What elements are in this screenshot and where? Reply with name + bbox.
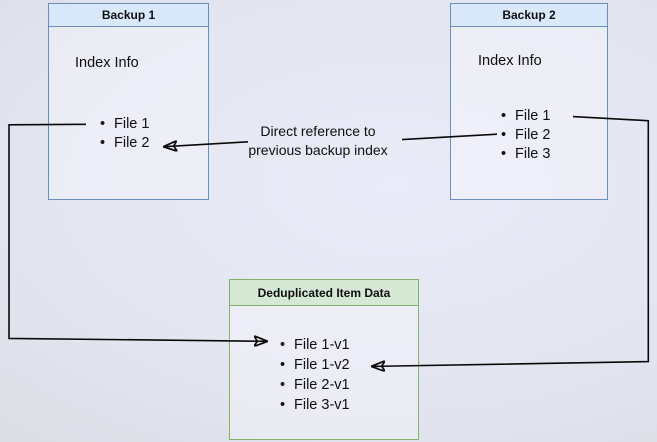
backup1-box xyxy=(48,3,209,200)
list-item-file: File 3 xyxy=(501,145,550,164)
backup1-header: Backup 1 xyxy=(48,3,209,27)
backup2-title: Backup 2 xyxy=(502,8,556,22)
deduplicated-item-data-header: Deduplicated Item Data xyxy=(229,279,419,306)
backup2-box xyxy=(450,3,608,200)
annotation-line1: Direct reference to xyxy=(260,123,376,139)
list-item-file: File 1-v1 xyxy=(280,335,350,355)
direct-reference-annotation: Direct reference to previous backup inde… xyxy=(248,122,387,160)
backup2-header: Backup 2 xyxy=(450,3,608,27)
dedup-file-list: File 1-v1 File 1-v2 File 2-v1 File 3-v1 xyxy=(280,335,350,415)
list-item-file: File 1 xyxy=(100,115,149,134)
list-item-file: File 1-v2 xyxy=(280,355,350,375)
list-item-file: File 1 xyxy=(501,107,550,126)
backup1-file-list: File 1 File 2 xyxy=(100,115,149,153)
list-item-file: File 2 xyxy=(501,126,550,145)
list-item-file: File 2-v1 xyxy=(280,375,350,395)
backup2-index-info-label: Index Info xyxy=(478,53,542,69)
backup1-title: Backup 1 xyxy=(101,8,156,22)
annotation-line2: previous backup index xyxy=(248,142,388,158)
backup1-index-info-label: Index Info xyxy=(75,55,139,71)
list-item-file: File 3-v1 xyxy=(280,395,350,415)
backup2-file-list: File 1 File 2 File 3 xyxy=(501,107,550,164)
list-item-file: File 2 xyxy=(100,134,149,153)
deduplicated-item-data-title: Deduplicated Item Data xyxy=(257,285,391,300)
